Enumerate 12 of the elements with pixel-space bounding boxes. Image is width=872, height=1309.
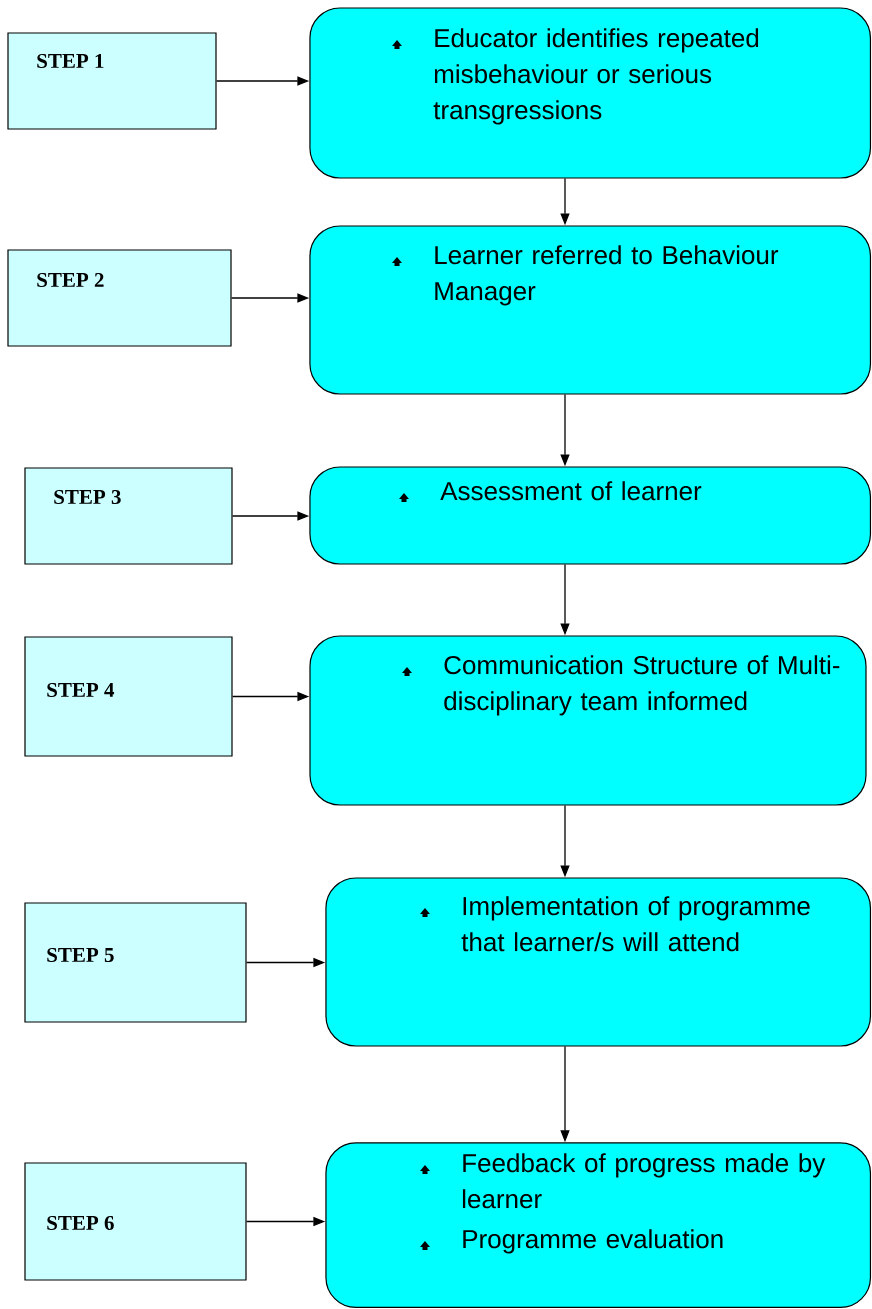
step-box: STEP 1: [7, 32, 217, 130]
process-box: Educator identifies repeated misbehaviour or serious transgressions: [309, 7, 872, 179]
step-box: STEP 6: [24, 1162, 247, 1281]
process-box: Feedback of progress made by learner Programme evaluation: [325, 1142, 872, 1309]
process-box: Communication Structure of Multi-disciplinary team informed: [309, 635, 867, 806]
step-box: STEP 5: [24, 902, 247, 1023]
step-box: STEP 4: [24, 636, 233, 757]
process-box: Implementation of programme that learner/s will attend: [325, 877, 872, 1047]
process-box: Assessment of learner: [309, 466, 872, 565]
step-box: STEP 2: [7, 249, 232, 347]
process-box: Learner referred to Behaviour Manager: [309, 225, 872, 395]
step-box: STEP 3: [24, 467, 233, 565]
